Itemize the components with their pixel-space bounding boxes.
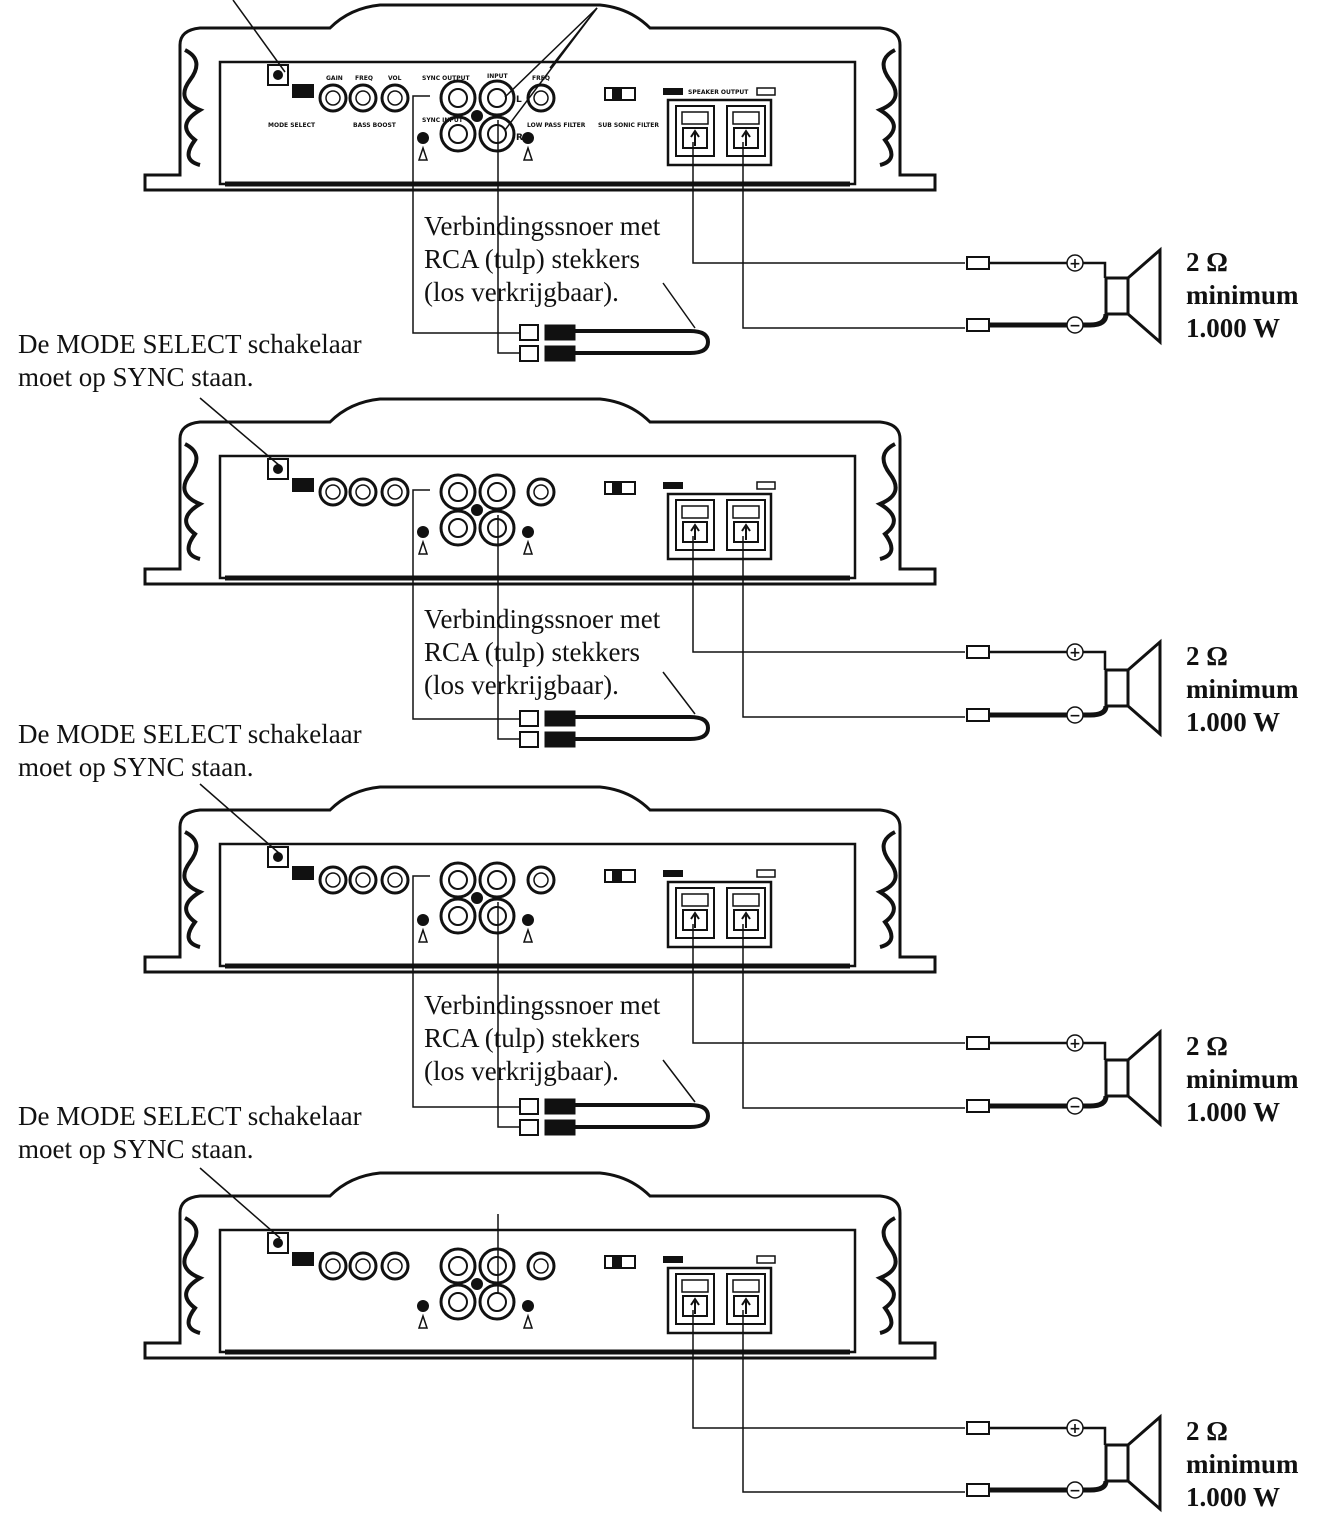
polarity-signs: + − + − + − + − [1069, 256, 1081, 1499]
speaker-wiring [692, 142, 1109, 1493]
svg-text:−: − [1069, 318, 1081, 334]
svg-text:+: + [1069, 1421, 1081, 1437]
sync-output-label: SYNC OUTPUT [422, 75, 471, 82]
sync-input-label: SYNC INPUT [422, 117, 464, 124]
amplifier-3 [145, 787, 935, 972]
mode-select-leaders [199, 397, 281, 1239]
rca-sync-cables [412, 95, 711, 1294]
svg-text:−: − [1069, 708, 1081, 724]
freq-label: FREQ [355, 75, 373, 82]
svg-text:+: + [1069, 645, 1081, 661]
top-leader-lines [232, 0, 598, 131]
gain-label: GAIN [326, 75, 343, 82]
svg-text:−: − [1069, 1099, 1081, 1115]
amplifier-2 [145, 399, 935, 584]
speaker-2 [1104, 640, 1162, 736]
svg-text:+: + [1069, 1036, 1081, 1052]
spade-terminals [966, 256, 990, 1497]
svg-text:−: − [1069, 1483, 1081, 1499]
channel-r-label: R [516, 133, 523, 143]
speaker-4 [1104, 1415, 1162, 1511]
input-label: INPUT [487, 73, 509, 80]
vol-label: VOL [388, 75, 402, 82]
low-pass-filter-label: LOW PASS FILTER [527, 122, 586, 129]
amplifier-1 [145, 5, 935, 190]
polarity-markers [1066, 254, 1084, 1499]
bass-boost-label: BASS BOOST [353, 122, 397, 129]
mode-select-label: MODE SELECT [268, 122, 316, 129]
speaker-1 [1104, 248, 1162, 344]
sub-sonic-filter-label: SUB SONIC FILTER [598, 122, 659, 129]
channel-l-label: L [516, 95, 522, 105]
amplifier-4 [145, 1173, 935, 1358]
svg-text:+: + [1069, 256, 1081, 272]
speaker-output-label: SPEAKER OUTPUT [688, 89, 749, 96]
lpf-freq-label: FREQ [532, 75, 550, 82]
speaker-3 [1104, 1030, 1162, 1126]
